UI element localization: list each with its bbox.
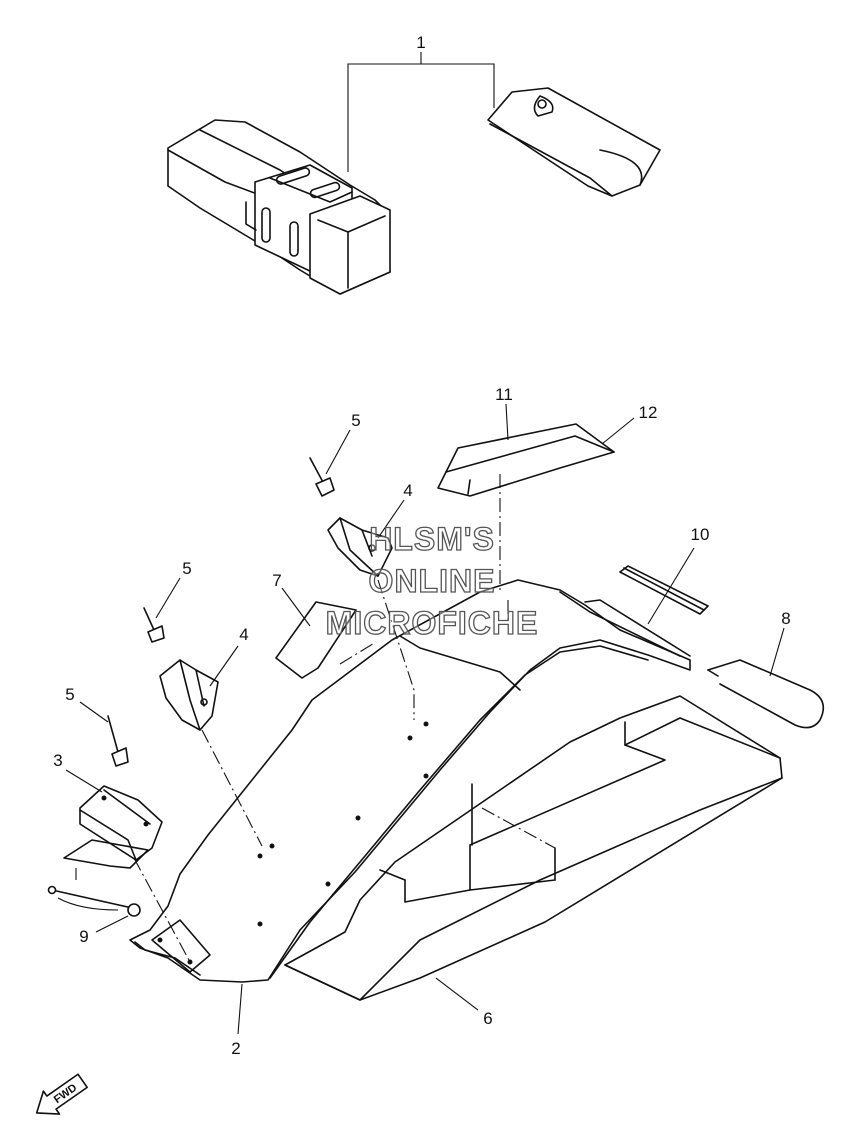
watermark-line-3: MICROFICHE — [326, 605, 539, 641]
screw-part-5-b — [143, 607, 165, 643]
decal-part-11-12 — [437, 423, 615, 497]
wire-pin-part-8 — [707, 659, 825, 729]
callout-4-b: 4 — [239, 625, 248, 644]
callout-1: 1 — [416, 33, 425, 52]
callout-12: 12 — [639, 403, 658, 422]
callout-6: 6 — [483, 1009, 492, 1028]
callout-2: 2 — [231, 1039, 240, 1058]
callout-5-c: 5 — [65, 685, 74, 704]
callout-5-b: 5 — [182, 559, 191, 578]
callout-11: 11 — [495, 385, 513, 404]
callout-5-a: 5 — [351, 411, 360, 430]
callout-9: 9 — [79, 927, 88, 946]
fwd-arrow-icon: FWD — [35, 1073, 88, 1115]
callout-10: 10 — [691, 525, 710, 544]
clamp-part-3 — [63, 785, 163, 869]
skid-plate-part-2 — [129, 579, 691, 983]
watermark: HLSM'S ONLINE MICROFICHE — [325, 520, 539, 641]
callout-labels: 1 11 12 5 4 10 5 7 8 4 5 3 9 6 2 — [53, 33, 790, 1058]
watermark-line-1: HLSM'S — [369, 521, 495, 557]
callout-3: 3 — [53, 751, 62, 770]
rod-part-10 — [619, 565, 709, 615]
undertray-part-6 — [284, 695, 783, 1001]
screw-part-5-c — [107, 715, 129, 767]
callout-4-a: 4 — [403, 481, 412, 500]
screw-part-5-a — [309, 457, 335, 497]
leader-lines — [65, 403, 785, 1035]
assembly-lines — [133, 474, 556, 963]
pad-part-7 — [275, 601, 377, 679]
watermark-line-2: ONLINE — [369, 563, 496, 599]
callout-8: 8 — [781, 609, 790, 628]
tool-kit-part-1 — [167, 52, 661, 295]
bracket-part-4-lower — [159, 659, 219, 731]
callout-7: 7 — [272, 571, 281, 590]
bracket-part-4-upper — [327, 517, 393, 577]
pin-part-9 — [47, 868, 141, 917]
